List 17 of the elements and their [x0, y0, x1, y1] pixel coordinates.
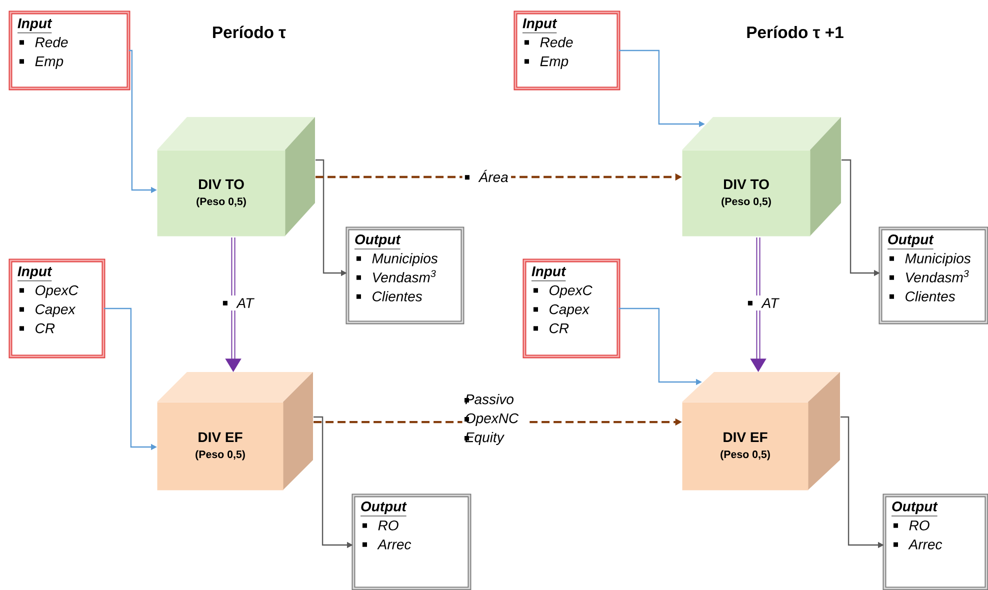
heading: Período τ: [213, 26, 286, 38]
edge-label: AT: [745, 296, 782, 310]
output-box: Output RO Arrec: [352, 494, 472, 590]
input-box: Input Rede Emp: [8, 10, 130, 90]
output-box: Output Municipios Vendasm$^{3}$ Clientes: [878, 226, 988, 324]
edge-label: AT: [220, 296, 256, 310]
cube: DIV TO (Peso 0,5): [157, 117, 315, 236]
input-box: Input OpexC Capex CR: [522, 258, 620, 358]
cube: DIV EF (Peso 0,5): [157, 372, 313, 490]
edge-label: Área: [462, 167, 512, 185]
output-box: Output Municipios Vendasm$^{3}$ Clientes: [346, 226, 464, 324]
heading: Período τ +1: [747, 26, 844, 38]
input-box: Input OpexC Capex CR: [8, 258, 106, 358]
input-box: Input Rede Emp: [514, 10, 620, 90]
output-box: Output RO Arrec: [882, 494, 988, 590]
cube: DIV TO (Peso 0,5): [682, 117, 841, 236]
cube: DIV EF (Peso 0,5): [682, 372, 840, 490]
